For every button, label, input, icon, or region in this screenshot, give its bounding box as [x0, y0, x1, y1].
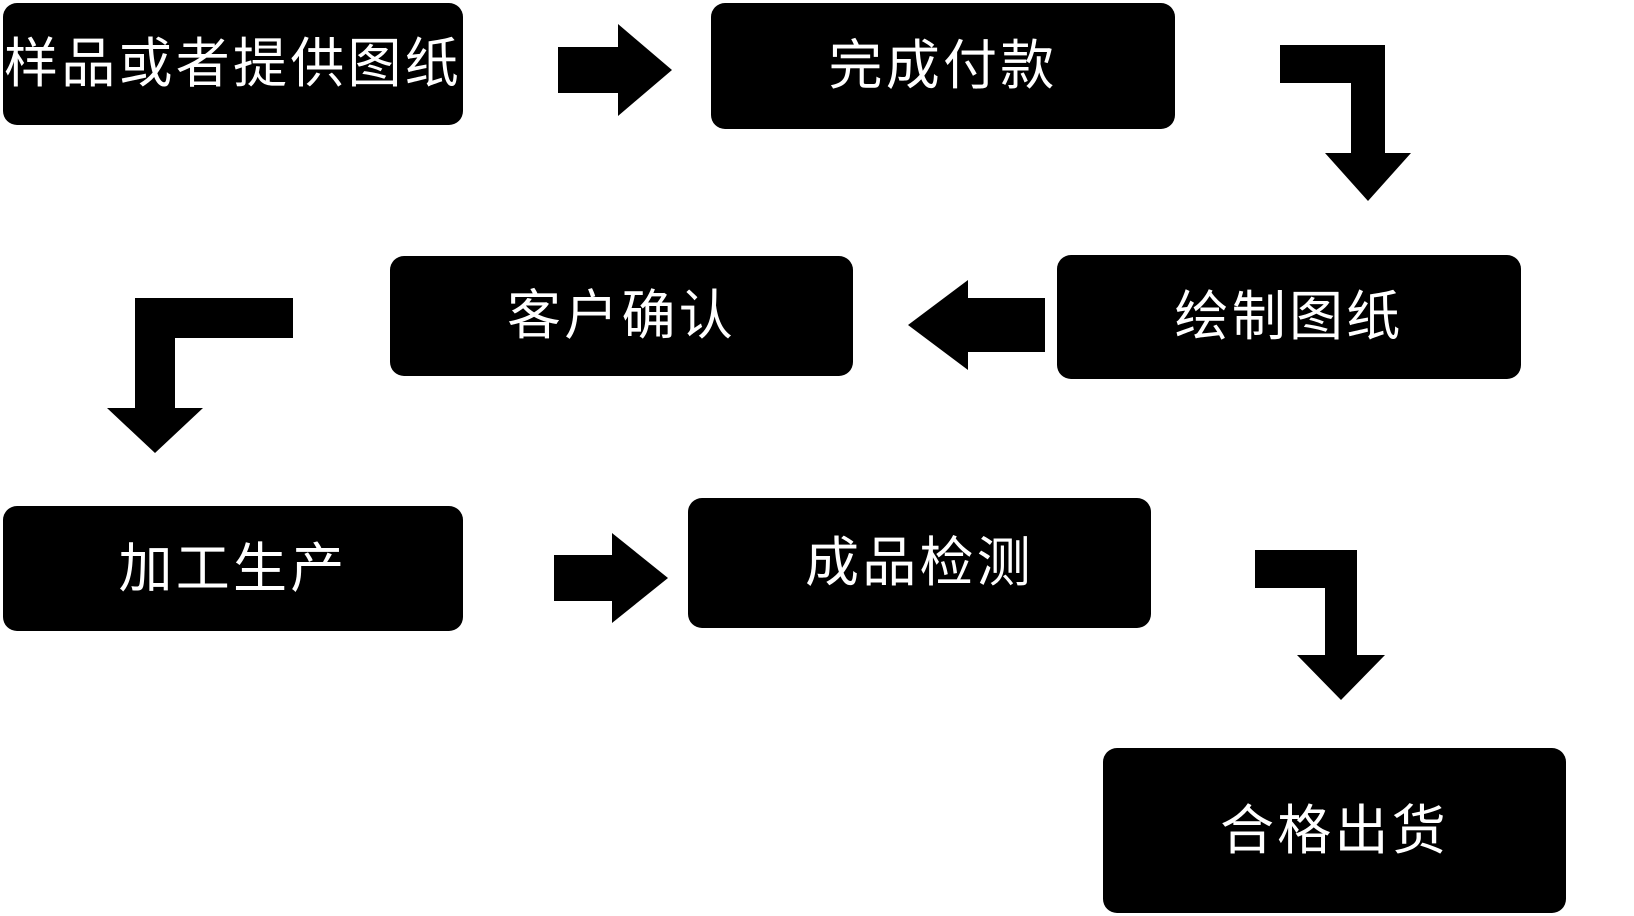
flow-node-label: 合格出货: [1220, 798, 1449, 862]
flow-node-label: 完成付款: [828, 34, 1058, 97]
elbow-arrow-right-down-icon: [1225, 35, 1430, 205]
flow-node-production[interactable]: 加工生产: [3, 506, 463, 631]
arrow-right-icon: [540, 530, 675, 625]
flow-node-qualified-shipment[interactable]: 合格出货: [1103, 748, 1566, 913]
elbow-arrow-left-down-icon: [105, 290, 305, 455]
arrow-left-icon: [900, 280, 1055, 370]
flow-node-label: 客户确认: [507, 284, 736, 347]
flow-node-label: 加工生产: [118, 536, 348, 600]
flow-node-label: 绘制图纸: [1174, 285, 1404, 348]
flow-node-sample-or-drawing[interactable]: 样品或者提供图纸: [3, 3, 463, 125]
flow-node-complete-payment[interactable]: 完成付款: [711, 3, 1175, 129]
flow-node-customer-confirm[interactable]: 客户确认: [390, 256, 853, 376]
flow-node-draw-blueprint[interactable]: 绘制图纸: [1057, 255, 1521, 379]
flow-node-finished-inspection[interactable]: 成品检测: [688, 498, 1151, 628]
elbow-arrow-right-down-icon: [1245, 540, 1445, 705]
flow-node-label: 样品或者提供图纸: [4, 32, 462, 95]
flow-node-label: 成品检测: [805, 531, 1034, 594]
arrow-right-icon: [540, 20, 680, 120]
